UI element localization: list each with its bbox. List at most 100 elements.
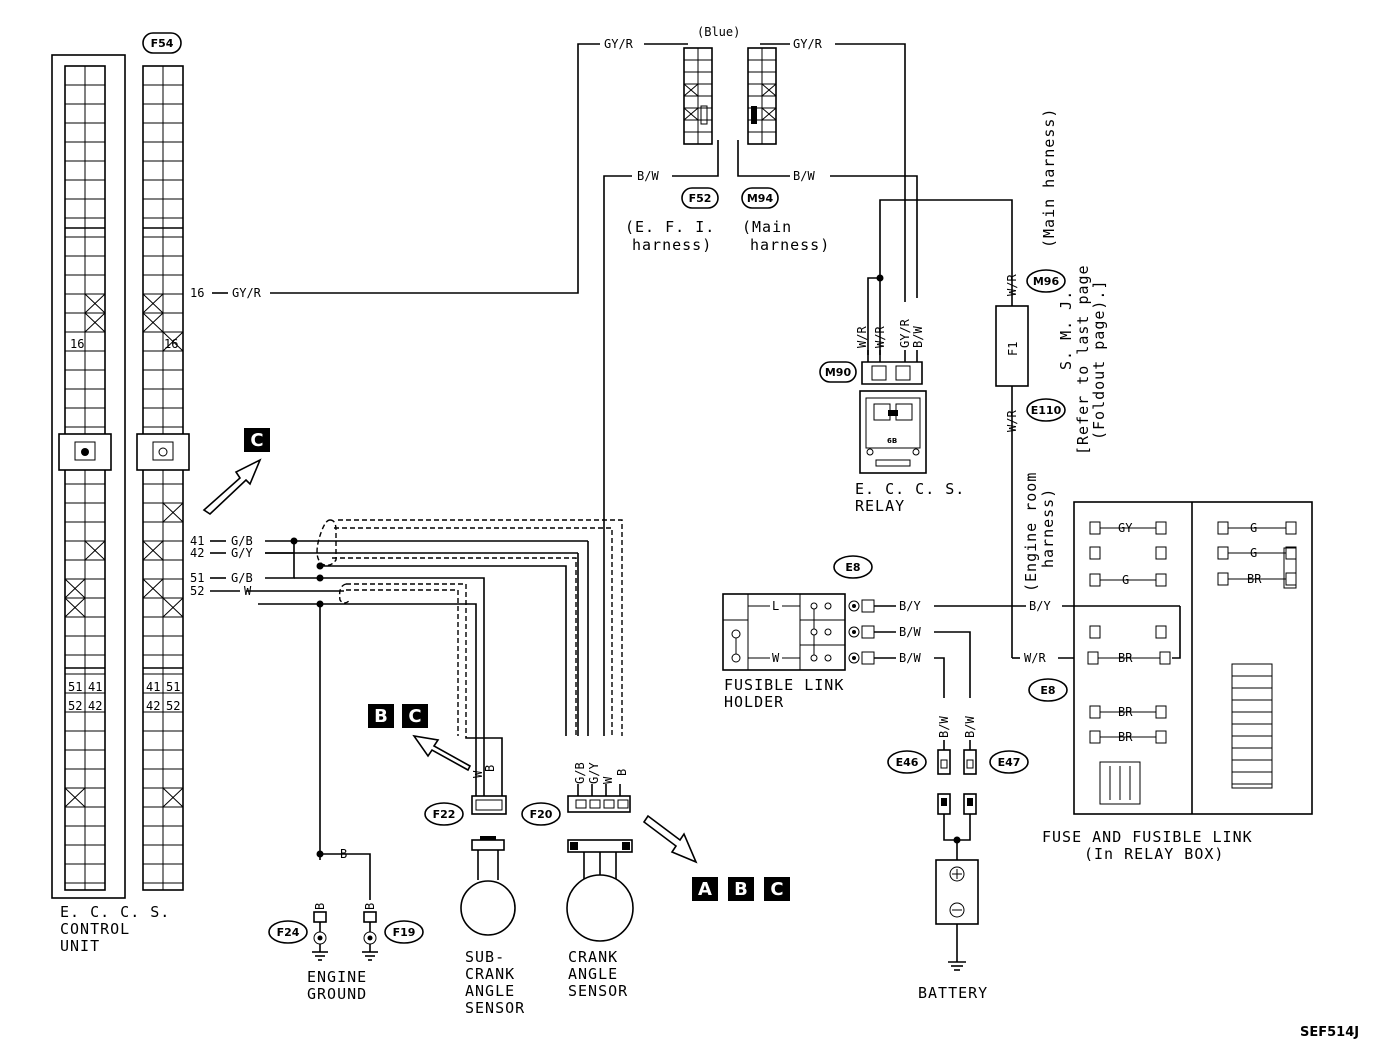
relay-wr-2: W/R — [873, 326, 887, 348]
connector-f22: F22 — [424, 802, 464, 826]
ecu-pin-52-right: 52 — [166, 699, 180, 713]
wire-16-gyr: 16 GY/R GY/R (Blue) GY/R — [190, 25, 906, 300]
svg-text:B: B — [313, 903, 327, 910]
svg-text:B/W: B/W — [637, 169, 659, 183]
svg-text:BATTERY: BATTERY — [918, 984, 988, 1002]
engine-ground: B B ENGINE GROUND — [307, 903, 378, 1003]
svg-text:BR: BR — [1118, 730, 1133, 744]
svg-text:ANGLE: ANGLE — [568, 965, 618, 983]
svg-text:BR: BR — [1118, 651, 1133, 665]
svg-text:SENSOR: SENSOR — [568, 982, 628, 1000]
svg-text:B: B — [374, 706, 388, 727]
smj-label: S. M. J. — [1057, 290, 1075, 370]
svg-text:B/W: B/W — [793, 169, 815, 183]
svg-text:E8: E8 — [845, 561, 860, 574]
svg-text:L: L — [772, 599, 779, 613]
svg-text:GY/R: GY/R — [793, 37, 823, 51]
svg-text:G: G — [1250, 546, 1257, 560]
svg-text:E8: E8 — [1040, 684, 1055, 697]
connector-e110: E110 — [1026, 398, 1066, 422]
svg-text:41: 41 — [190, 534, 204, 548]
svg-text:B/Y: B/Y — [899, 599, 921, 613]
svg-text:16: 16 — [190, 286, 204, 300]
svg-text:G/Y: G/Y — [587, 762, 601, 784]
svg-text:B: B — [615, 769, 629, 776]
ref-c-top: C — [202, 428, 270, 516]
svg-text:M96: M96 — [1033, 275, 1060, 288]
efi-harness-1: (E. F. I. — [625, 218, 715, 236]
svg-text:F20: F20 — [530, 808, 553, 821]
ecu-pin-52-left: 52 — [68, 699, 82, 713]
engine-room-harness-1: (Engine room — [1022, 472, 1040, 592]
svg-text:G/B: G/B — [573, 762, 587, 784]
svg-text:A: A — [698, 879, 712, 900]
svg-text:(In RELAY BOX): (In RELAY BOX) — [1084, 845, 1224, 863]
svg-text:M94: M94 — [747, 192, 774, 205]
svg-text:W/R: W/R — [1005, 274, 1019, 296]
svg-text:G/B: G/B — [231, 534, 253, 548]
svg-text:SENSOR: SENSOR — [465, 999, 525, 1017]
engine-room-harness-2: harness) — [1039, 488, 1057, 568]
svg-text:E. C. C. S.: E. C. C. S. — [855, 480, 965, 498]
svg-text:ENGINE: ENGINE — [307, 968, 367, 986]
svg-text:B: B — [363, 903, 377, 910]
svg-text:BR: BR — [1247, 572, 1262, 586]
main-harness-vertical: (Main harness) — [1040, 108, 1058, 248]
connector-m96: M96 — [1026, 269, 1066, 293]
ecu-pin-42-left: 42 — [88, 699, 102, 713]
svg-text:FUSE AND FUSIBLE LINK: FUSE AND FUSIBLE LINK — [1042, 828, 1253, 846]
svg-text:F22: F22 — [433, 808, 456, 821]
svg-text:B/W: B/W — [963, 716, 977, 738]
svg-text:B/W: B/W — [899, 651, 921, 665]
svg-text:B: B — [340, 847, 347, 861]
svg-text:C: C — [770, 879, 783, 900]
svg-text:E47: E47 — [998, 756, 1021, 769]
svg-text:B/W: B/W — [937, 716, 951, 738]
svg-text:B: B — [734, 879, 748, 900]
connector-f52-m94 — [683, 47, 777, 145]
ref-abc: A B C — [642, 814, 790, 901]
battery: BATTERY — [918, 749, 988, 1002]
svg-text:G/Y: G/Y — [231, 546, 253, 560]
svg-text:M90: M90 — [825, 366, 852, 379]
eccs-relay-wires: W/R W/R GY/R B/W — [855, 199, 1013, 362]
ecu-left-pin-column — [58, 65, 112, 891]
svg-text:B/W: B/W — [899, 625, 921, 639]
svg-text:C: C — [250, 430, 263, 451]
sub-crank-angle-sensor: W B SUB- CRANK ANGLE SENSOR — [460, 736, 525, 1017]
svg-text:F54: F54 — [151, 37, 174, 50]
relay-box: GY G G G BR BR BR BR FUSE AND FUSIBLE LI… — [1042, 501, 1313, 863]
svg-text:C: C — [408, 706, 421, 727]
ref-bc: B C — [368, 704, 472, 772]
connector-f54: F54 — [142, 32, 182, 54]
main-harness-1: (Main — [742, 218, 792, 236]
eccs-relay: 6B E. C. C. S. RELAY — [855, 390, 965, 515]
svg-text:52: 52 — [190, 584, 204, 598]
svg-text:GROUND: GROUND — [307, 985, 367, 1003]
svg-text:F19: F19 — [393, 926, 416, 939]
connector-m94-label: M94 — [741, 187, 779, 209]
svg-text:F52: F52 — [689, 192, 712, 205]
ecu-label-3: UNIT — [60, 937, 100, 955]
ecu-label-1: E. C. C. S. — [60, 903, 170, 921]
connector-m90: M90 — [819, 361, 923, 385]
svg-text:W/R: W/R — [1024, 651, 1046, 665]
svg-text:F24: F24 — [277, 926, 300, 939]
connector-f52-label: F52 — [681, 187, 719, 209]
svg-text:GY: GY — [1118, 521, 1133, 535]
crank-angle-sensor: G/B G/Y W B CRANK ANGLE SENSOR — [566, 762, 634, 1000]
svg-text:G: G — [1122, 573, 1129, 587]
ecu-pin-42-right: 42 — [146, 699, 160, 713]
bw-wires-top: B/W B/W — [603, 140, 918, 520]
svg-text:CRANK: CRANK — [568, 948, 618, 966]
relaybox-br-link — [1172, 606, 1181, 659]
blue-label: (Blue) — [697, 25, 740, 39]
ecu-pin-41-left: 41 — [88, 680, 102, 694]
connector-e8-top: E8 — [833, 555, 873, 579]
svg-text:B: B — [483, 765, 497, 772]
ecu-pin-41-right: 41 — [146, 680, 160, 694]
connector-f19: F19 — [384, 920, 424, 944]
smj-refer-1: [Refer to last page — [1074, 264, 1092, 455]
main-harness-2: harness) — [750, 236, 830, 254]
